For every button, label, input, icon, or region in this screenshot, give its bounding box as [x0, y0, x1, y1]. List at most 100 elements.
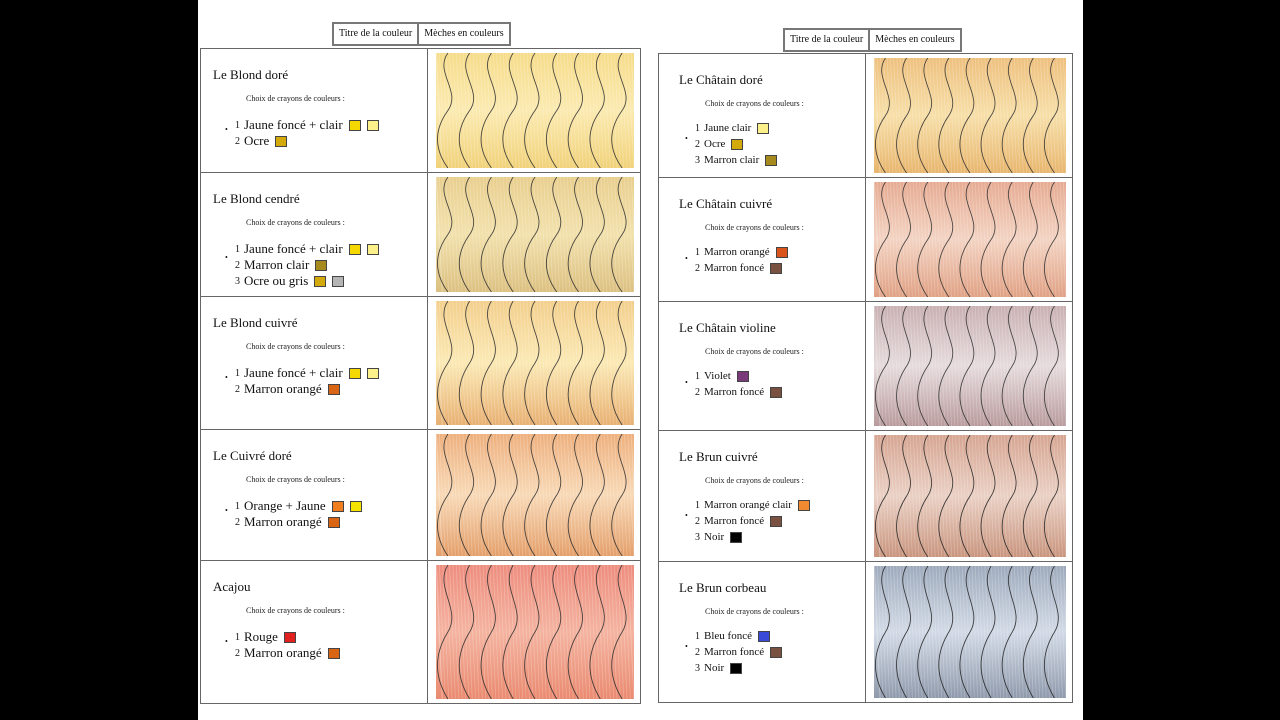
pencil-name: Jaune foncé + clair	[244, 241, 343, 256]
hair-swatch-cell	[866, 302, 1072, 430]
pencil-name: Marron foncé	[704, 262, 765, 274]
item-number: 2	[235, 647, 240, 659]
pencil-name: Marron orangé	[244, 645, 322, 660]
pencil-name: Bleu foncé	[704, 630, 752, 642]
bullet-dot: •	[225, 637, 228, 646]
pencil-color-swatch	[730, 531, 743, 543]
pencil-choice-label: Choix de crayons de couleurs :	[246, 606, 345, 615]
pencil-item: 3 Ocre ou gris	[235, 273, 345, 289]
right-header-swatch-col: Mèches en couleurs	[868, 30, 959, 50]
item-number: 2	[235, 135, 240, 147]
right-header-title-col: Titre de la couleur	[790, 34, 864, 45]
item-number: 3	[235, 275, 240, 287]
color-title: Le Brun cuivré	[679, 449, 758, 464]
pencil-name: Rouge	[244, 629, 278, 644]
bullet-dot: •	[685, 378, 688, 387]
left-header: Titre de la couleur Mèches en couleurs	[332, 22, 511, 46]
pencil-choice-label: Choix de crayons de couleurs :	[705, 607, 804, 616]
hair-swatch-cell	[866, 562, 1072, 702]
pencil-name: Marron clair	[244, 257, 310, 272]
pencil-color-swatch	[332, 275, 345, 287]
pencil-item: 2 Ocre	[235, 133, 288, 149]
bullet-dot: •	[685, 511, 688, 520]
pencil-color-swatch	[327, 516, 340, 528]
item-number: 3	[695, 662, 700, 674]
pencil-choice-label: Choix de crayons de couleurs :	[705, 476, 804, 485]
pencil-item: 2 Marron orangé	[235, 645, 340, 661]
hair-strands-swatch	[436, 301, 634, 425]
pencil-name: Ocre	[704, 138, 726, 150]
pencil-item: 2 Marron orangé	[235, 514, 340, 530]
pencil-color-swatch	[757, 630, 770, 642]
color-title: Le Blond cendré	[213, 191, 300, 206]
pencil-color-swatch	[770, 646, 783, 658]
bullet-dot: •	[685, 134, 688, 143]
pencil-color-swatch	[348, 119, 361, 131]
color-title: Le Châtain cuivré	[679, 196, 773, 211]
hair-swatch-cell	[428, 430, 640, 560]
pencil-color-swatch	[315, 259, 328, 271]
item-number: 1	[695, 499, 700, 511]
item-number: 1	[235, 119, 240, 131]
pencil-color-swatch	[775, 246, 788, 258]
item-number: 1	[695, 246, 700, 258]
pencil-name: Ocre	[244, 133, 270, 148]
pencil-color-swatch	[327, 647, 340, 659]
pencil-name: Marron foncé	[704, 646, 765, 658]
color-title: Le Châtain violine	[679, 320, 776, 335]
pencil-name: Orange + Jaune	[244, 498, 326, 513]
bullet-dot: •	[685, 254, 688, 263]
pencil-color-swatch	[331, 500, 344, 512]
pencil-color-swatch	[770, 386, 783, 398]
item-number: 2	[695, 262, 700, 274]
item-number: 2	[235, 516, 240, 528]
pencil-color-swatch	[275, 135, 288, 147]
hair-strands-swatch	[874, 58, 1066, 173]
pencil-name: Marron orangé	[244, 514, 322, 529]
pencil-name: Jaune foncé + clair	[244, 117, 343, 132]
item-number: 1	[235, 367, 240, 379]
hair-strands-swatch	[874, 182, 1066, 297]
pencil-name: Marron clair	[704, 154, 760, 166]
pencil-name: Ocre ou gris	[244, 273, 309, 288]
hair-strands-swatch	[874, 566, 1066, 698]
pencil-color-swatch	[348, 243, 361, 255]
color-title: Le Cuivré doré	[213, 448, 292, 463]
pencil-color-swatch	[327, 383, 340, 395]
hair-swatch-cell	[428, 173, 640, 296]
hair-swatch-cell	[428, 561, 640, 703]
pencil-color-swatch	[366, 243, 379, 255]
pencil-choice-label: Choix de crayons de couleurs :	[246, 94, 345, 103]
item-number: 2	[695, 515, 700, 527]
bullet-dot: •	[225, 125, 228, 134]
pencil-item: 1 Jaune foncé + clair	[235, 117, 379, 133]
pencil-color-swatch	[314, 275, 327, 287]
item-number: 2	[695, 646, 700, 658]
hair-swatch-cell	[428, 297, 640, 429]
bullet-dot: •	[685, 642, 688, 651]
